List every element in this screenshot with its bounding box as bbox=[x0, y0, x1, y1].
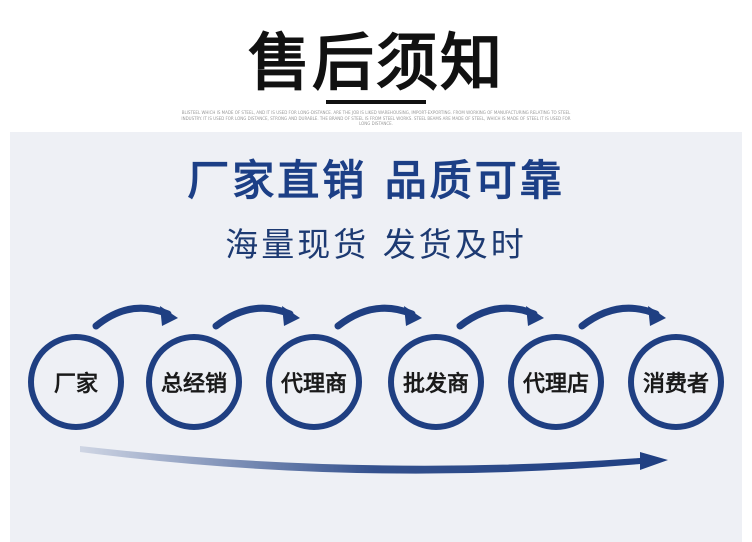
page-title: 售后须知 bbox=[247, 26, 504, 99]
header bbox=[0, 0, 752, 130]
flow-node-agent-store: 代理店 bbox=[508, 334, 604, 430]
flow-node-label: 消费者 bbox=[642, 371, 709, 397]
slogan-secondary: 海量现货 发货及时 bbox=[225, 225, 527, 264]
flow-node-label: 代理商 bbox=[280, 371, 347, 397]
flow-node-label: 代理店 bbox=[522, 371, 589, 397]
flow-node-label: 厂家 bbox=[53, 371, 98, 397]
flow-node-label: 批发商 bbox=[402, 371, 469, 397]
title-underline bbox=[326, 100, 426, 104]
flow-node-consumer: 消费者 bbox=[628, 334, 724, 430]
flow-node-agent: 代理商 bbox=[266, 334, 362, 430]
flow-node-general-distributor: 总经销 bbox=[146, 334, 242, 430]
flow-node-manufacturer: 厂家 bbox=[28, 334, 124, 430]
flow-node-wholesaler: 批发商 bbox=[388, 334, 484, 430]
slogan-primary: 厂家直销 品质可靠 bbox=[187, 156, 565, 205]
flow-node-label: 总经销 bbox=[160, 371, 227, 397]
fineprint-text: BLISTEEL WHICH IS MADE OF STEEL, AND IT … bbox=[181, 110, 571, 126]
content-panel bbox=[10, 132, 742, 542]
